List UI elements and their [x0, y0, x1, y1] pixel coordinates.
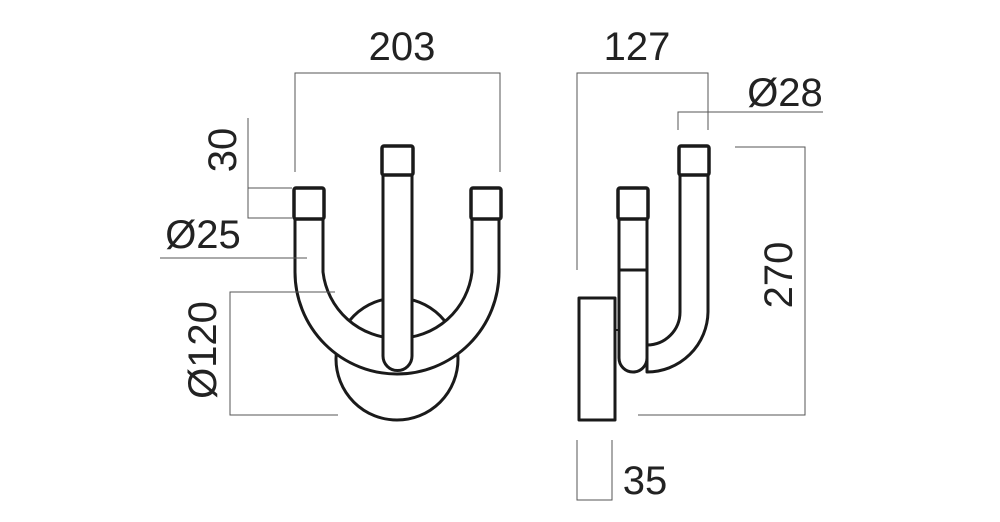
side-view: [577, 144, 711, 422]
back-arm: [645, 173, 710, 374]
depth-label: 127: [604, 25, 671, 69]
cap-diameter-label: Ø28: [747, 71, 823, 115]
center-cap: [380, 144, 415, 177]
left-cap: [292, 186, 326, 221]
front-view: [292, 144, 503, 422]
center-stem: [381, 173, 414, 372]
right-cap: [469, 186, 503, 221]
height-label: 270: [757, 242, 801, 309]
dimension-lines: [160, 72, 823, 501]
front-arm: [617, 217, 649, 374]
front-cap: [616, 186, 650, 221]
wall-plate: [577, 296, 617, 422]
tube-diameter-label: Ø25: [165, 213, 241, 257]
plate-depth-label: 35: [623, 459, 668, 503]
back-cap: [677, 144, 711, 177]
base-diameter-label: Ø120: [181, 301, 225, 399]
u-shaped-arm: [293, 217, 501, 376]
width-label: 203: [369, 25, 436, 69]
cap-height-label: 30: [201, 128, 245, 173]
